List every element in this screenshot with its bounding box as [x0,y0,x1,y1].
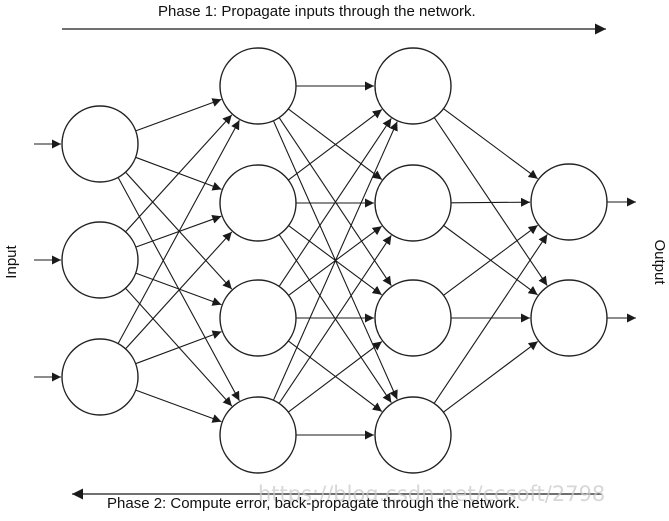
connection-input-layer-2-to-hidden-layer-1-1 [125,114,233,233]
hidden-layer-1-neuron-2 [219,164,297,242]
io-arrows [34,139,636,382]
hidden-layer-2-neuron-3 [374,279,452,357]
input-layer-neuron-1 [61,105,139,183]
output-layer-neuron-1 [530,163,608,241]
connection-input-layer-3-to-hidden-layer-1-2 [125,231,233,350]
connection-hidden-layer-2-3-to-output-layer-1 [443,224,539,296]
hidden-layer-1-neuron-1 [219,47,297,125]
connection-hidden-layer-2-1-to-output-layer-1 [443,108,539,180]
connection-input-layer-3-to-hidden-layer-1-4 [135,389,222,423]
connection-hidden-layer-2-2-to-output-layer-1 [450,197,531,207]
connection-input-layer-1-to-hidden-layer-1-1 [135,98,222,132]
connection-hidden-layer-1-3-to-hidden-layer-2-1 [278,118,392,287]
connection-input-layer-1-to-hidden-layer-1-3 [125,171,233,290]
neurons [61,47,608,474]
watermark-text: https://blog.csdn.net/ccsoft/2798 [258,482,605,506]
output-layer-neuron-2 [530,279,608,357]
phase-2-label: Phase 2: Compute error, back-propagate t… [107,495,520,512]
hidden-layer-1-neuron-4 [219,396,297,474]
hidden-layer-1-neuron-3 [219,279,297,357]
input-layer-neuron-3 [61,338,139,416]
connection-hidden-layer-1-4-to-hidden-layer-2-3 [287,341,383,413]
connection-input-layer-3-to-hidden-layer-1-1 [117,120,240,344]
connection-hidden-layer-2-4-to-output-layer-2 [443,340,539,413]
connection-hidden-layer-1-4-to-hidden-layer-2-2 [278,235,392,404]
connection-hidden-layer-2-1-to-output-layer-2 [433,117,548,286]
output-label: Output [651,239,668,285]
phase-1-label: Phase 1: Propagate inputs through the ne… [158,3,476,20]
hidden-layer-2-neuron-1 [374,47,452,125]
connection-input-layer-3-to-hidden-layer-1-3 [135,330,222,365]
connection-hidden-layer-2-4-to-output-layer-1 [433,234,548,404]
connection-hidden-layer-1-2-to-hidden-layer-2-1 [287,109,383,181]
hidden-layer-2-neuron-2 [374,164,452,242]
connection-hidden-layer-1-4-to-hidden-layer-2-1 [272,121,398,401]
input-layer-neuron-2 [61,221,139,299]
connections [117,81,548,440]
input-label: Input [3,244,20,278]
hidden-layer-2-neuron-4 [374,396,452,474]
connection-input-layer-2-to-hidden-layer-1-3 [135,272,222,306]
